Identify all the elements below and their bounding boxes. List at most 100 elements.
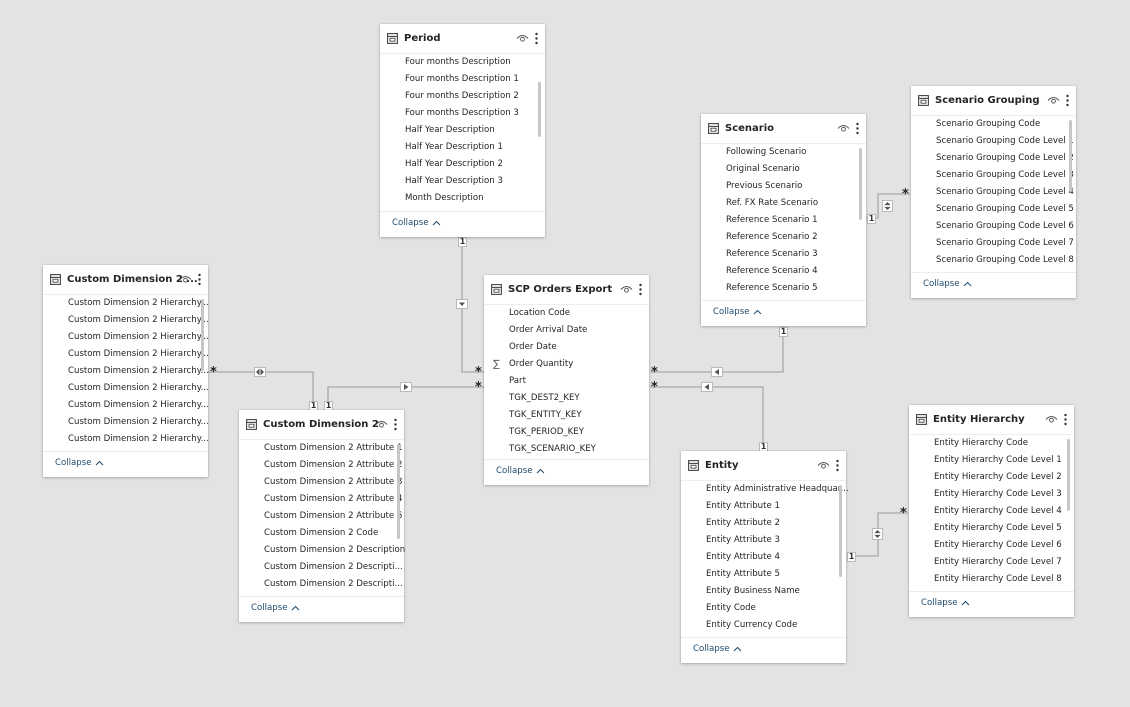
field-item[interactable]: Location Code [484, 305, 649, 322]
field-item[interactable]: Half Year Description 2 [380, 156, 545, 173]
scrollbar[interactable] [201, 299, 204, 371]
field-item[interactable]: Entity Code [681, 600, 846, 617]
more-options-icon[interactable] [1065, 94, 1070, 107]
field-item[interactable]: ∑Order Quantity [484, 356, 649, 373]
more-options-icon[interactable] [1063, 413, 1068, 426]
field-item[interactable]: Four months Description 3 [380, 105, 545, 122]
field-item[interactable]: Scenario Grouping Code Level 6 [911, 218, 1076, 235]
field-item[interactable]: Entity Hierarchy Code Level 1 [909, 452, 1074, 469]
scrollbar[interactable] [538, 82, 541, 137]
field-item[interactable]: Custom Dimension 2 Attribute 1 [239, 440, 404, 457]
table-header[interactable]: Scenario [701, 114, 866, 144]
field-item[interactable]: Half Year Description 1 [380, 139, 545, 156]
field-item[interactable]: Part [484, 373, 649, 390]
bidirectional-filter-icon[interactable] [882, 200, 893, 212]
field-item[interactable]: TGK_SCENARIO_KEY [484, 441, 649, 458]
scrollbar[interactable] [397, 444, 400, 539]
field-item[interactable]: Previous Scenario [701, 178, 866, 195]
field-item[interactable]: Custom Dimension 2 Description [239, 542, 405, 559]
field-item[interactable]: Entity Hierarchy Code [909, 435, 1074, 452]
more-options-icon[interactable] [534, 32, 539, 45]
field-item[interactable]: Order Arrival Date [484, 322, 649, 339]
eye-icon[interactable] [516, 34, 529, 43]
table-card-custom-dimension-2-hierarchy[interactable]: Custom Dimension 2 ...Custom Dimension 2… [43, 265, 209, 477]
field-item[interactable]: Custom Dimension 2 Hierarchy... [43, 329, 209, 346]
more-options-icon[interactable] [393, 418, 398, 431]
field-item[interactable]: Entity Attribute 1 [681, 498, 846, 515]
eye-icon[interactable] [1045, 415, 1058, 424]
field-item[interactable]: Entity Administrative Headquar... [681, 481, 849, 498]
table-header[interactable]: Entity [681, 451, 846, 481]
collapse-button[interactable]: Collapse [251, 603, 300, 613]
field-item[interactable]: Four months Description 1 [380, 71, 545, 88]
field-item[interactable]: Custom Dimension 2 Hierarchy... [43, 295, 209, 312]
field-item[interactable]: Entity Attribute 4 [681, 549, 846, 566]
field-item[interactable]: TGK_PERIOD_KEY [484, 424, 649, 441]
eye-icon[interactable] [375, 420, 388, 429]
field-item[interactable]: Half Year Description 3 [380, 173, 545, 190]
filter-direction-arrow-icon[interactable] [456, 299, 468, 309]
field-item[interactable]: Custom Dimension 2 Attribute 4 [239, 491, 404, 508]
field-item[interactable]: Custom Dimension 2 Hierarchy... [43, 397, 209, 414]
field-item[interactable]: Custom Dimension 2 Hierarchy... [43, 363, 209, 380]
field-list[interactable]: Entity Administrative Headquar...Entity … [681, 481, 849, 633]
bidirectional-filter-icon[interactable] [872, 528, 883, 540]
field-item[interactable]: Custom Dimension 2 Hierarchy... [43, 431, 209, 448]
collapse-button[interactable]: Collapse [921, 598, 970, 608]
field-item[interactable]: Scenario Grouping Code Level 2 [911, 150, 1076, 167]
table-header[interactable]: SCP Orders Export [484, 275, 649, 305]
table-header[interactable]: Custom Dimension 2 ... [43, 265, 208, 295]
field-item[interactable]: Order Date [484, 339, 649, 356]
field-item[interactable]: Entity Hierarchy Code Level 3 [909, 486, 1074, 503]
eye-icon[interactable] [817, 461, 830, 470]
field-item[interactable]: Custom Dimension 2 Attribute 2 [239, 457, 404, 474]
collapse-button[interactable]: Collapse [496, 466, 545, 476]
scrollbar[interactable] [1069, 120, 1072, 192]
field-item[interactable]: Scenario Grouping Code [911, 116, 1076, 133]
more-options-icon[interactable] [855, 122, 860, 135]
field-item[interactable]: Scenario Grouping Code Level 8 [911, 252, 1076, 269]
field-item[interactable]: Four months Description 2 [380, 88, 545, 105]
filter-direction-arrow-icon[interactable] [400, 382, 412, 392]
field-item[interactable]: Following Scenario [701, 144, 866, 161]
table-header[interactable]: Entity Hierarchy [909, 405, 1074, 435]
field-item[interactable]: Entity Hierarchy Code Level 5 [909, 520, 1074, 537]
field-item[interactable]: Month Description [380, 190, 545, 207]
field-item[interactable]: Reference Scenario 2 [701, 229, 866, 246]
field-item[interactable]: Ref. FX Rate Scenario [701, 195, 866, 212]
collapse-button[interactable]: Collapse [923, 279, 972, 289]
bidirectional-filter-icon[interactable] [254, 367, 266, 377]
field-item[interactable]: Entity Attribute 3 [681, 532, 846, 549]
field-item[interactable]: Reference Scenario 5 [701, 280, 866, 297]
eye-icon[interactable] [1047, 96, 1060, 105]
field-item[interactable]: Custom Dimension 2 Attribute 5 [239, 508, 404, 525]
more-options-icon[interactable] [835, 459, 840, 472]
field-item[interactable]: Entity Hierarchy Code Level 4 [909, 503, 1074, 520]
scrollbar[interactable] [839, 485, 842, 577]
more-options-icon[interactable] [638, 283, 643, 296]
field-item[interactable]: Scenario Grouping Code Level 7 [911, 235, 1076, 252]
eye-icon[interactable] [179, 275, 192, 284]
field-item[interactable]: Original Scenario [701, 161, 866, 178]
field-item[interactable]: Entity Attribute 2 [681, 515, 846, 532]
filter-direction-arrow-icon[interactable] [701, 382, 713, 392]
field-item[interactable]: Scenario Grouping Code Level 1 [911, 133, 1076, 150]
field-item[interactable]: Entity Hierarchy Code Level 6 [909, 537, 1074, 554]
more-options-icon[interactable] [197, 273, 202, 286]
field-item[interactable]: Custom Dimension 2 Descripti... [239, 576, 404, 593]
field-item[interactable]: Scenario Grouping Code Level 5 [911, 201, 1076, 218]
scrollbar[interactable] [1067, 439, 1070, 511]
field-item[interactable]: Entity Attribute 5 [681, 566, 846, 583]
